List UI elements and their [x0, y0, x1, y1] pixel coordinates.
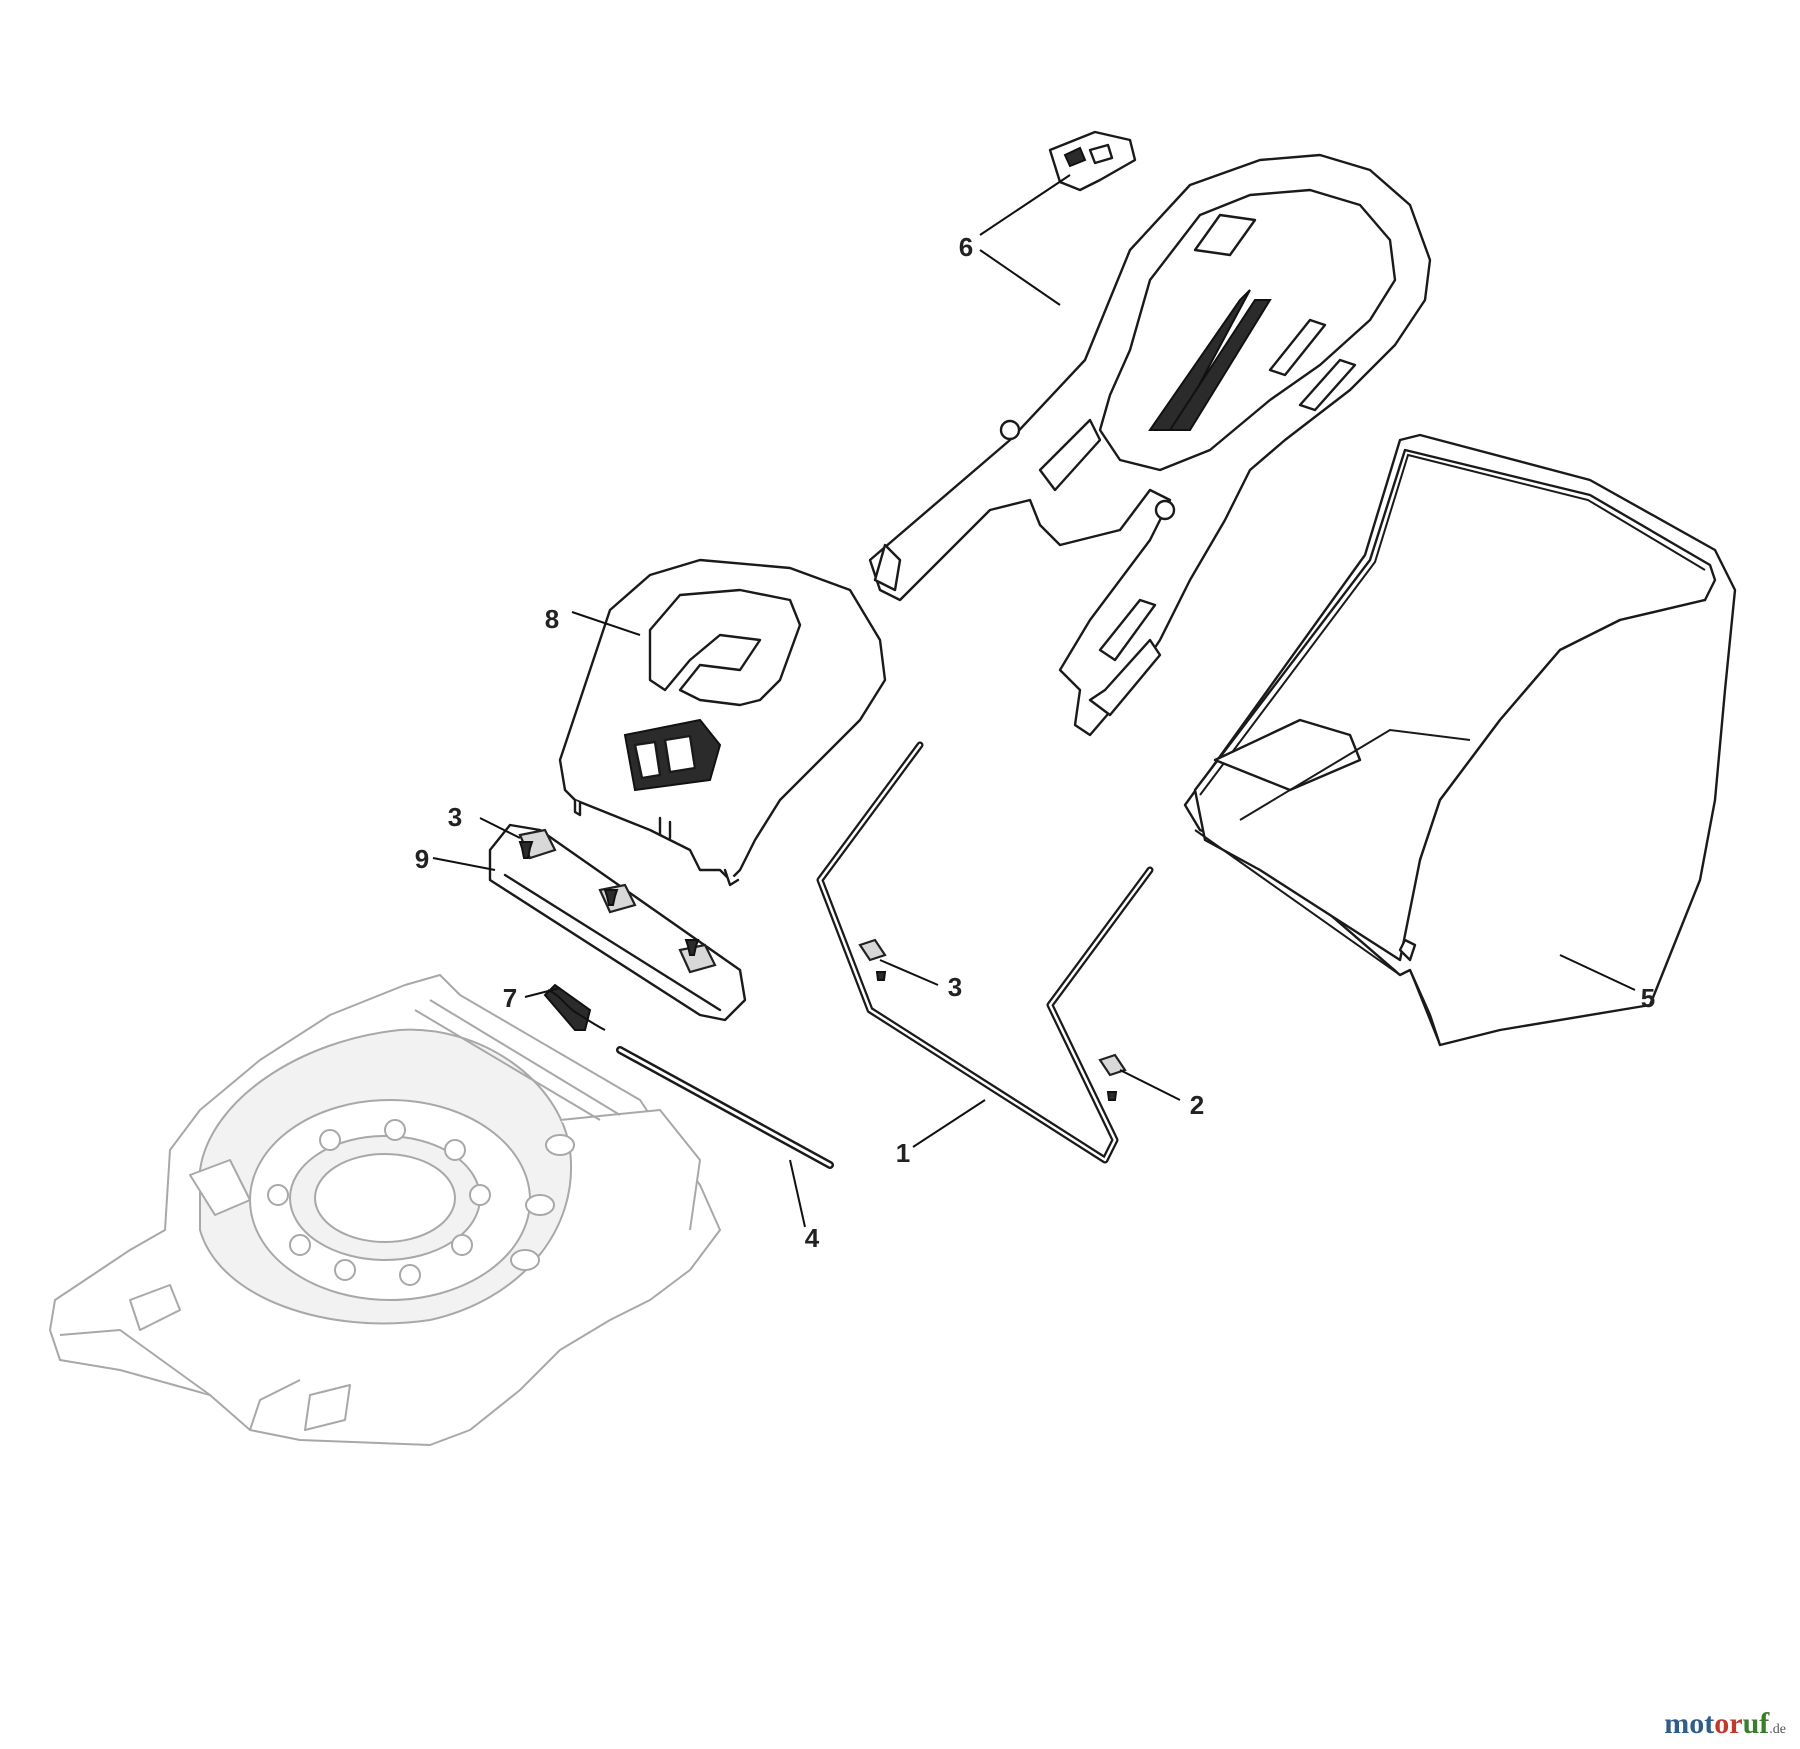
- part-6-switch-cap: [1048, 130, 1137, 192]
- leader-3b: [879, 959, 939, 986]
- part-7-spring: [543, 983, 606, 1031]
- leader-7: [524, 987, 561, 998]
- leader-9: [432, 857, 496, 871]
- mower-deck: [49, 974, 721, 1446]
- leader-3a: [479, 817, 521, 839]
- part-5-grass-bag: [1183, 433, 1737, 1047]
- part-8-rear-cover: [558, 558, 887, 887]
- callout-1: 1: [896, 1138, 910, 1168]
- leader-lines: [432, 174, 1636, 1228]
- leader-6b: [979, 249, 1061, 306]
- callout-6: 6: [959, 232, 973, 262]
- callout-9: 9: [415, 844, 429, 874]
- callout-3-upper: 3: [448, 802, 462, 832]
- part-4-rod: [616, 1046, 834, 1169]
- callout-4: 4: [805, 1223, 820, 1253]
- part-6-handle-cover: [868, 153, 1432, 737]
- watermark-tld: .de: [1769, 1722, 1786, 1737]
- watermark-part-1: mot: [1664, 1707, 1715, 1740]
- leader-4: [789, 1159, 806, 1228]
- watermark-logo: motoruf.de: [1664, 1707, 1786, 1741]
- callout-3-lower: 3: [948, 972, 962, 1002]
- callout-7: 7: [503, 983, 517, 1013]
- callouts: 6 8 3 9 7 4 1 3 2 5: [415, 232, 1655, 1253]
- leader-5: [1559, 954, 1636, 991]
- watermark-part-3: uf: [1742, 1707, 1770, 1740]
- watermark-part-2: or: [1714, 1707, 1743, 1740]
- callout-2: 2: [1190, 1090, 1204, 1120]
- part-2-clip: [1098, 1053, 1127, 1101]
- part-1-wire-frame: [816, 741, 1154, 1164]
- leader-6a: [979, 174, 1071, 236]
- leader-8: [571, 611, 641, 636]
- leader-2: [1119, 1069, 1181, 1101]
- part-3-screws: [518, 841, 700, 956]
- leader-1: [912, 1099, 986, 1148]
- callout-5: 5: [1641, 983, 1655, 1013]
- part-3-clip: [858, 938, 887, 981]
- callout-8: 8: [545, 604, 559, 634]
